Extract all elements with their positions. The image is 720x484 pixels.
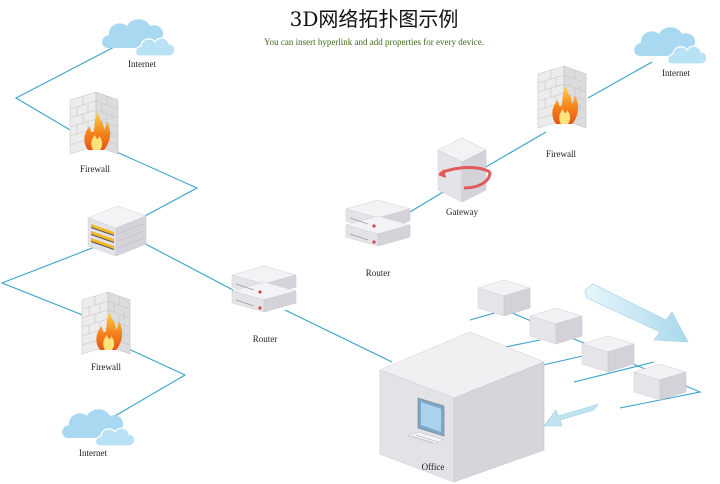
link-switch-to-router bbox=[137, 239, 234, 291]
link-firewall-to-internet-bottom bbox=[107, 344, 187, 421]
device-label-router-upper: Router bbox=[365, 268, 391, 278]
switch-icon bbox=[87, 205, 147, 257]
link-router-to-office bbox=[284, 309, 393, 363]
device-label-gateway: Gateway bbox=[446, 207, 478, 217]
link-firewall-to-switch-top bbox=[111, 149, 199, 225]
workstation-box bbox=[581, 335, 635, 373]
arrow-icon bbox=[584, 283, 689, 343]
device-label-internet-right: Internet bbox=[662, 68, 690, 78]
link-gateway-to-firewall-right bbox=[483, 131, 547, 169]
workstation-box bbox=[633, 363, 687, 401]
link-switch-to-firewall-bottom bbox=[0, 244, 101, 319]
page-subtitle: You can insert hyperlink and add propert… bbox=[263, 37, 485, 47]
link-office-ws4 bbox=[573, 361, 655, 383]
device-label-firewall-top-left: Firewall bbox=[80, 164, 110, 174]
device-label-firewall-bottom-left: Firewall bbox=[91, 362, 121, 372]
page-title: 3D网络拓扑图示例 bbox=[289, 7, 459, 31]
workstation-box bbox=[529, 307, 583, 345]
firewall-icon bbox=[69, 91, 119, 155]
workstation-box bbox=[477, 279, 531, 317]
device-label-firewall-right: Firewall bbox=[546, 149, 576, 159]
arrow-icon bbox=[543, 403, 599, 427]
device-label-internet-top-left: Internet bbox=[128, 59, 156, 69]
device-label-office: Office bbox=[421, 462, 445, 472]
firewall-icon bbox=[537, 65, 587, 129]
link-firewall-to-internet-right bbox=[587, 61, 653, 99]
device-label-internet-bottom-left: Internet bbox=[79, 448, 107, 458]
gateway-icon bbox=[437, 137, 492, 203]
office-building-icon bbox=[379, 331, 545, 483]
router-icon bbox=[345, 199, 411, 247]
device-label-router-center: Router bbox=[252, 334, 278, 344]
router-icon bbox=[231, 265, 297, 313]
link-internet-to-firewall-top-left bbox=[14, 44, 119, 138]
cloud-icon bbox=[61, 408, 136, 447]
firewall-icon bbox=[81, 291, 131, 355]
